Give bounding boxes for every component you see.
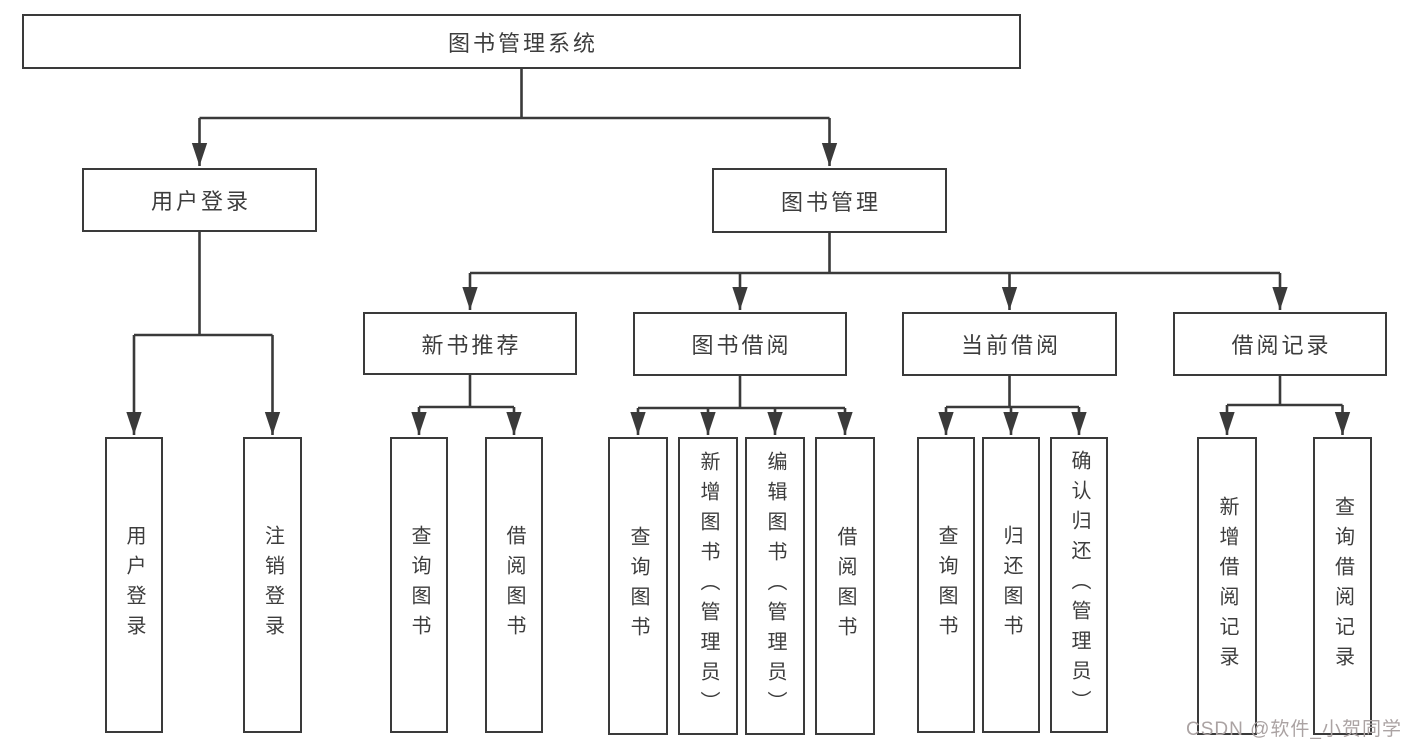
connector-borrow-records-children (1219, 376, 1351, 435)
node-book-borrowing: 图书借阅 (633, 312, 847, 376)
leaf-return-book: 归还图书 (982, 437, 1040, 733)
connector-new-book-recommend-children (411, 375, 522, 435)
leaf-confirm-return-admin: 确认归还（管理员） (1050, 437, 1108, 733)
node-book-management: 图书管理 (712, 168, 947, 233)
leaf-edit-book-admin: 编辑图书（管理员） (745, 437, 805, 735)
leaf-add-book-admin: 新增图书（管理员） (678, 437, 738, 735)
leaf-query-borrow-record: 查询借阅记录 (1313, 437, 1372, 735)
leaf-query-books-current: 查询图书 (917, 437, 975, 733)
connector-root-to-level2 (191, 69, 838, 166)
leaf-borrow-books-recommend: 借阅图书 (485, 437, 543, 733)
connector-user-login-children (126, 232, 281, 435)
leaf-query-books-borrowing: 查询图书 (608, 437, 668, 735)
node-borrow-records: 借阅记录 (1173, 312, 1387, 376)
leaf-add-borrow-record: 新增借阅记录 (1197, 437, 1257, 735)
node-root-library-management-system: 图书管理系统 (22, 14, 1021, 69)
connector-book-management-children (462, 233, 1288, 310)
connector-current-borrowing-children (938, 376, 1087, 435)
leaf-query-books-recommend: 查询图书 (390, 437, 448, 733)
node-user-login: 用户登录 (82, 168, 317, 232)
node-new-book-recommend: 新书推荐 (363, 312, 577, 375)
csdn-watermark: CSDN @软件_小贺同学 (1186, 719, 1402, 740)
leaf-user-login: 用户登录 (105, 437, 163, 733)
connector-book-borrowing-children (630, 376, 853, 435)
leaf-logout-login: 注销登录 (243, 437, 302, 733)
leaf-borrow-books-borrowing: 借阅图书 (815, 437, 875, 735)
node-current-borrowing: 当前借阅 (902, 312, 1117, 376)
